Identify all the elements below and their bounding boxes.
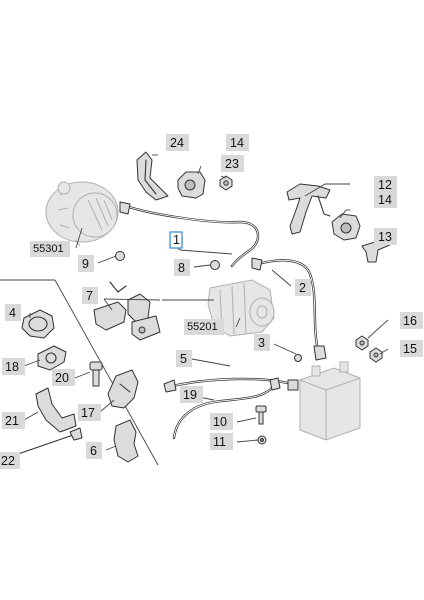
callout-15-text: 15 bbox=[403, 342, 417, 356]
bracket-12-illustration bbox=[286, 183, 331, 235]
grommet-9-illustration bbox=[115, 251, 125, 261]
callout-17-text: 17 bbox=[81, 406, 95, 420]
bracket-24-illustration bbox=[136, 151, 169, 201]
cable-2-illustration bbox=[251, 257, 327, 361]
callout-22-text: 22 bbox=[1, 454, 15, 468]
callout-6-text: 6 bbox=[90, 444, 97, 458]
callout-23-text: 23 bbox=[225, 157, 239, 171]
clamp-14a-illustration bbox=[177, 171, 206, 199]
callout-7[interactable]: 7 bbox=[82, 287, 98, 304]
alternator-illustration bbox=[45, 181, 119, 247]
callout-16[interactable]: 16 bbox=[400, 312, 423, 329]
callout-19-text: 19 bbox=[183, 388, 197, 402]
nut-15-illustration bbox=[369, 347, 383, 363]
callout-5-text: 5 bbox=[180, 352, 187, 366]
callout-20[interactable]: 20 bbox=[52, 369, 75, 386]
callout-2-text: 2 bbox=[299, 281, 306, 295]
callout-16-text: 16 bbox=[403, 314, 417, 328]
battery-illustration bbox=[299, 361, 361, 441]
callout-21-text: 21 bbox=[5, 414, 19, 428]
callout-8[interactable]: 8 bbox=[174, 259, 190, 276]
callout-9-text: 9 bbox=[82, 257, 89, 271]
clip-18-illustration bbox=[37, 345, 67, 371]
callout-10[interactable]: 10 bbox=[210, 413, 233, 430]
callout-10-text: 10 bbox=[213, 415, 227, 429]
callout-11-text: 11 bbox=[213, 435, 226, 449]
cable-1-illustration bbox=[119, 201, 260, 268]
callout-2[interactable]: 2 bbox=[295, 279, 311, 296]
callout-24-text: 24 bbox=[170, 136, 184, 150]
callout-55301-text: 55301 bbox=[33, 243, 64, 255]
callout-15[interactable]: 15 bbox=[400, 340, 423, 357]
cable-5-illustration bbox=[163, 377, 299, 393]
callout-55201-text: 55201 bbox=[187, 321, 218, 333]
callout-3-text: 3 bbox=[258, 336, 265, 350]
callout-7-text: 7 bbox=[86, 289, 93, 303]
callout-20-text: 20 bbox=[55, 371, 69, 385]
callout-9[interactable]: 9 bbox=[78, 255, 94, 272]
callout-8-text: 8 bbox=[178, 261, 185, 275]
callout-18[interactable]: 18 bbox=[2, 358, 25, 375]
callout-5[interactable]: 5 bbox=[176, 350, 192, 367]
callout-17[interactable]: 17 bbox=[78, 404, 101, 421]
callout-4[interactable]: 4 bbox=[5, 304, 21, 321]
callout-1[interactable]: 1 bbox=[169, 231, 183, 249]
clamp-14b-illustration bbox=[331, 213, 361, 241]
section-frame bbox=[0, 279, 159, 466]
bracket-7-illustration bbox=[93, 281, 161, 341]
cable-tie-22-illustration bbox=[17, 427, 83, 455]
callout-24[interactable]: 24 bbox=[166, 134, 189, 151]
callout-55301[interactable]: 55301 bbox=[30, 241, 70, 257]
nut-23-illustration bbox=[219, 175, 233, 191]
callout-14b-text: 14 bbox=[378, 193, 392, 207]
callout-13[interactable]: 13 bbox=[374, 228, 397, 245]
clip-4-illustration bbox=[21, 309, 55, 339]
callout-23[interactable]: 23 bbox=[221, 155, 244, 172]
cable-3-illustration bbox=[294, 354, 302, 362]
callout-13-text: 13 bbox=[378, 230, 392, 244]
callout-14a[interactable]: 14 bbox=[226, 134, 249, 151]
callout-21[interactable]: 21 bbox=[2, 412, 25, 429]
callout-11[interactable]: 11 bbox=[210, 433, 233, 450]
callout-19[interactable]: 19 bbox=[180, 386, 203, 403]
washer-11-illustration bbox=[257, 435, 267, 445]
bracket-17-illustration bbox=[107, 369, 139, 409]
callout-12-text: 12 bbox=[378, 178, 392, 192]
callout-22[interactable]: 22 bbox=[0, 452, 20, 469]
callout-18-text: 18 bbox=[5, 360, 19, 374]
callout-1-text: 1 bbox=[173, 233, 180, 247]
callout-12[interactable]: 12 bbox=[374, 176, 397, 193]
grommet-8-illustration bbox=[210, 260, 220, 270]
nut-16-illustration bbox=[355, 335, 369, 351]
callout-55201[interactable]: 55201 bbox=[184, 319, 224, 335]
callout-6[interactable]: 6 bbox=[86, 442, 102, 459]
bracket-6-illustration bbox=[113, 419, 139, 463]
cable-19-illustration bbox=[172, 377, 281, 440]
bracket-21-illustration bbox=[35, 387, 77, 433]
bolt-20-illustration bbox=[89, 361, 103, 387]
callout-3[interactable]: 3 bbox=[254, 334, 270, 351]
callout-4-text: 4 bbox=[9, 306, 16, 320]
bolt-10-illustration bbox=[255, 405, 267, 425]
callout-14b[interactable]: 14 bbox=[374, 191, 397, 208]
callout-14a-text: 14 bbox=[230, 136, 244, 150]
starter-motor-illustration bbox=[207, 279, 275, 337]
